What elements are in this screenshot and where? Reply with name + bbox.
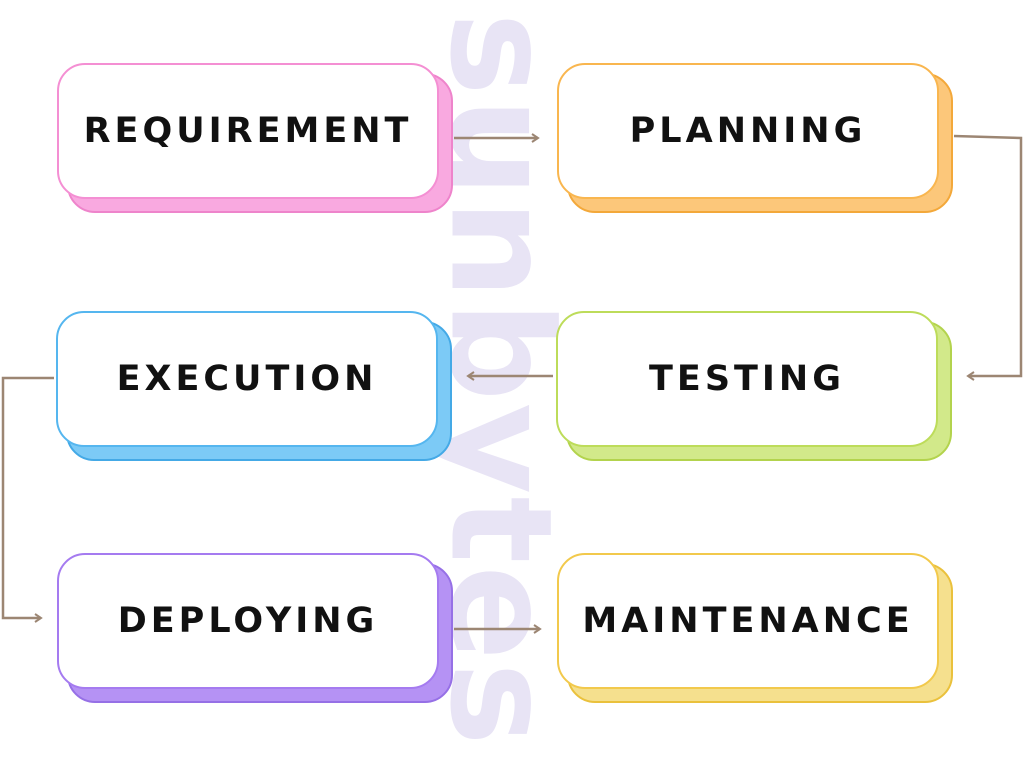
stage-deploying-label: DEPLOYING xyxy=(117,601,379,641)
stage-planning-box: PLANNING xyxy=(557,63,939,199)
stage-requirement-box: REQUIREMENT xyxy=(57,63,439,199)
stage-maintenance-label: MAINTENANCE xyxy=(582,601,914,641)
stage-planning-label: PLANNING xyxy=(629,111,867,151)
stage-maintenance-box: MAINTENANCE xyxy=(557,553,939,689)
stage-testing-label: TESTING xyxy=(649,359,845,399)
arrow-execution-to-deploying xyxy=(1,376,54,623)
arrow-planning-to-testing xyxy=(953,134,1023,381)
stage-testing-box: TESTING xyxy=(556,311,938,447)
stage-execution-box: EXECUTION xyxy=(56,311,438,447)
stage-execution-label: EXECUTION xyxy=(116,359,378,399)
stage-deploying-box: DEPLOYING xyxy=(57,553,439,689)
stage-requirement-label: REQUIREMENT xyxy=(83,111,413,151)
